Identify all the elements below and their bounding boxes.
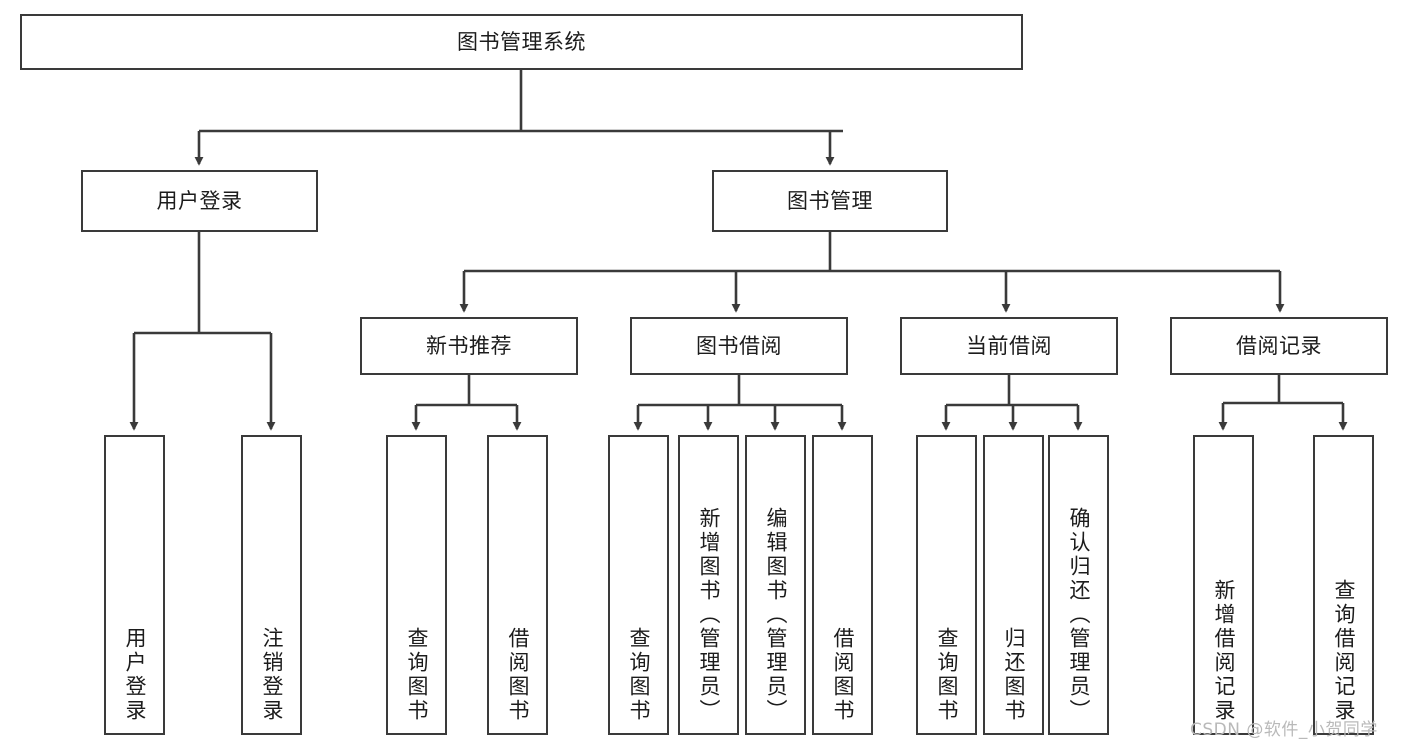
node-label: 查询图书 <box>935 627 959 723</box>
node-leaf-confirm-return-admin[interactable]: 确认归还（管理员） <box>1048 435 1109 735</box>
node-leaf-query-book-new-rec[interactable]: 查询图书 <box>386 435 447 735</box>
node-label: 图书管理 <box>787 188 873 213</box>
node-leaf-query-book-borrow[interactable]: 查询图书 <box>608 435 669 735</box>
node-borrow-record[interactable]: 借阅记录 <box>1170 317 1388 375</box>
node-leaf-user-login[interactable]: 用户登录 <box>104 435 165 735</box>
node-leaf-borrow-book[interactable]: 借阅图书 <box>812 435 873 735</box>
node-book-borrow[interactable]: 图书借阅 <box>630 317 848 375</box>
node-leaf-logout[interactable]: 注销登录 <box>241 435 302 735</box>
node-label: 图书借阅 <box>696 333 782 358</box>
node-label: 借阅图书 <box>831 627 855 723</box>
node-root-book-management-system[interactable]: 图书管理系统 <box>20 14 1023 70</box>
node-book-management[interactable]: 图书管理 <box>712 170 948 232</box>
node-current-borrow[interactable]: 当前借阅 <box>900 317 1118 375</box>
node-label: 用户登录 <box>156 188 243 213</box>
node-label: 借阅记录 <box>1236 333 1322 358</box>
node-label: 查询图书 <box>627 627 651 723</box>
node-leaf-add-book-admin[interactable]: 新增图书（管理员） <box>678 435 739 735</box>
node-leaf-edit-book-admin[interactable]: 编辑图书（管理员） <box>745 435 806 735</box>
node-label: 新增借阅记录 <box>1212 579 1236 723</box>
node-label: 借阅图书 <box>506 627 530 723</box>
node-label: 新增图书（管理员） <box>697 507 721 723</box>
node-leaf-query-borrow-record[interactable]: 查询借阅记录 <box>1313 435 1374 735</box>
node-leaf-add-borrow-record[interactable]: 新增借阅记录 <box>1193 435 1254 735</box>
node-label: 新书推荐 <box>426 333 512 358</box>
node-user-login[interactable]: 用户登录 <box>81 170 318 232</box>
node-label: 注销登录 <box>260 627 284 723</box>
node-leaf-borrow-book-new-rec[interactable]: 借阅图书 <box>487 435 548 735</box>
node-label: 查询借阅记录 <box>1332 579 1356 723</box>
node-label: 归还图书 <box>1002 627 1026 723</box>
node-label: 图书管理系统 <box>457 29 586 54</box>
node-label: 当前借阅 <box>966 333 1052 358</box>
node-label: 确认归还（管理员） <box>1067 507 1091 723</box>
node-leaf-query-book-current[interactable]: 查询图书 <box>916 435 977 735</box>
csdn-watermark: CSDN @软件_小贺同学 <box>1190 720 1378 740</box>
node-new-book-recommend[interactable]: 新书推荐 <box>360 317 578 375</box>
node-leaf-return-book[interactable]: 归还图书 <box>983 435 1044 735</box>
node-label: 用户登录 <box>123 627 147 723</box>
node-label: 编辑图书（管理员） <box>764 507 788 723</box>
node-label: 查询图书 <box>405 627 429 723</box>
